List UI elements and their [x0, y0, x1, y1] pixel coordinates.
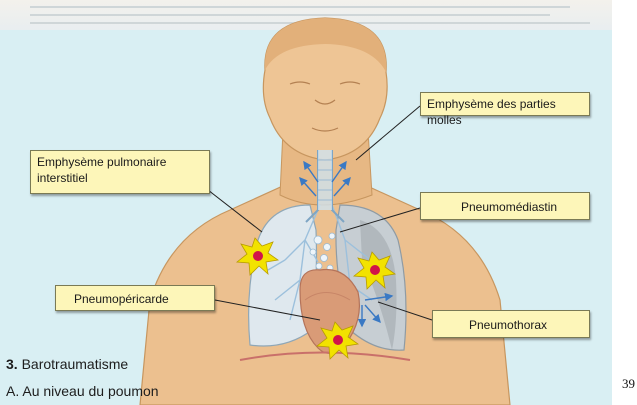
page-number: 39: [622, 376, 635, 392]
caption-section-text: Barotraumatisme: [22, 356, 129, 372]
label-emphyseme-pulmonaire: Emphysème pulmonaire interstitiel: [30, 150, 210, 194]
caption-sub-letter: A.: [6, 383, 19, 399]
label-pneumomediastin: Pneumomédiastin: [420, 192, 590, 220]
caption-sub-text: Au niveau du poumon: [22, 383, 158, 399]
caption-subtitle: A. Au niveau du poumon: [6, 383, 159, 399]
figure-panel: Emphysème des parties molles Emphysème p…: [0, 0, 612, 405]
label-pneumothorax: Pneumothorax: [432, 310, 590, 338]
caption-section-title: 3. Barotraumatisme: [6, 356, 128, 372]
label-emphyseme-pulmonaire-line1: Emphysème pulmonaire: [37, 154, 203, 170]
label-pneumopericarde: Pneumopéricarde: [55, 285, 215, 311]
label-emphyseme-pulmonaire-line2: interstitiel: [37, 170, 203, 186]
caption-section-number: 3.: [6, 356, 18, 372]
label-emphyseme-parties-molles: Emphysème des parties molles: [420, 92, 590, 116]
